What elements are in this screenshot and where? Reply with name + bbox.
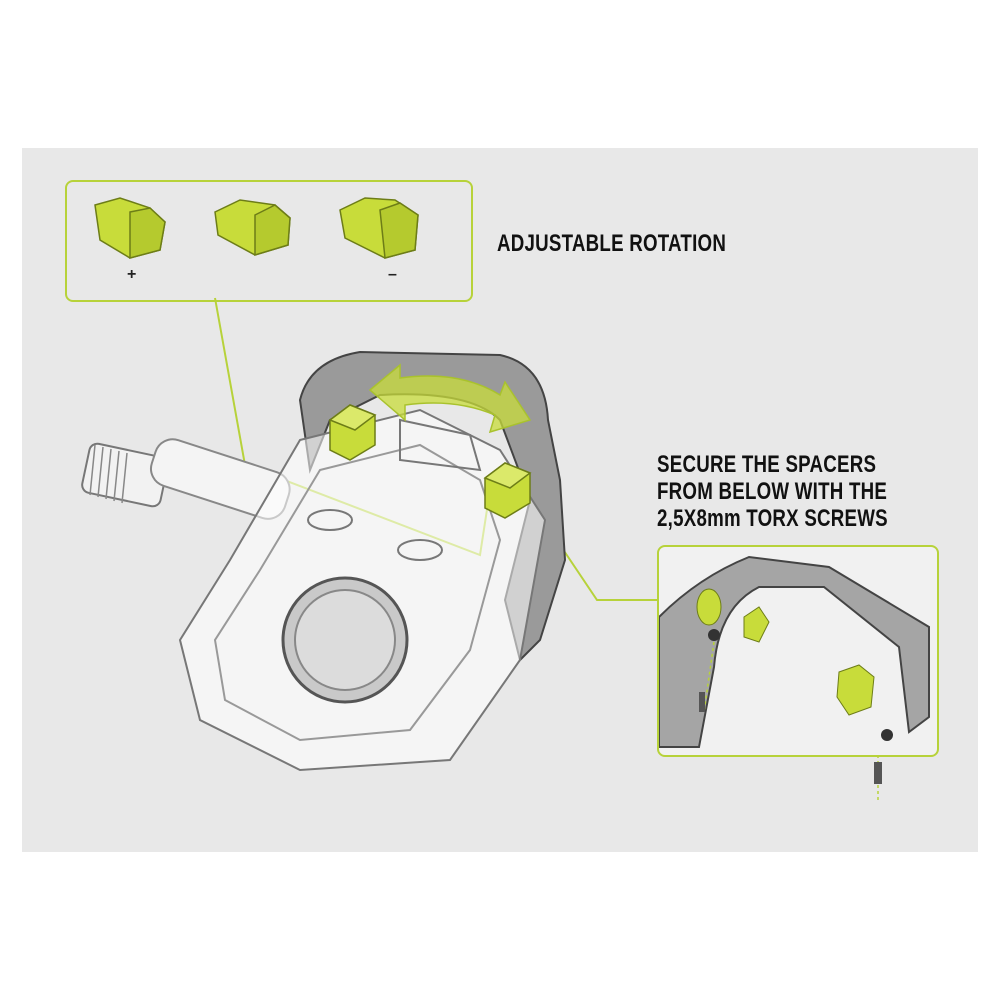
screw-detail-illustration <box>659 555 930 748</box>
label-regular: FROM BELOW WITH THE <box>657 478 888 505</box>
label-regular: ROTATION <box>629 230 727 257</box>
minus-sign: – <box>388 266 397 283</box>
label-line-1: SECURE THE SPACERS <box>657 451 888 478</box>
pedal-bearing-cap <box>294 589 396 691</box>
screw-detail-callout <box>657 545 939 757</box>
spacer-left <box>328 404 377 461</box>
spacer-right <box>483 462 532 519</box>
label-line-2: FROM BELOW WITH THE <box>657 478 888 505</box>
spacer-variant-neutral <box>214 199 291 257</box>
label-bold: TORX SCREWS <box>746 505 888 532</box>
label-line-3: 2,5X8mm TORX SCREWS <box>657 505 888 532</box>
label-regular: 2,5X8mm <box>657 505 741 532</box>
spacer-variant-minus <box>339 197 419 259</box>
secure-spacers-label: SECURE THE SPACERS FROM BELOW WITH THE 2… <box>657 451 888 532</box>
plus-sign: + <box>127 266 137 283</box>
adjustable-rotation-label: ADJUSTABLE ROTATION <box>497 230 726 257</box>
leader-line-detail <box>549 529 657 601</box>
spacer-options-callout <box>65 180 473 302</box>
rotation-arrow <box>368 363 532 434</box>
label-bold: SECURE <box>657 451 737 478</box>
label-regular: THE SPACERS <box>741 451 877 478</box>
label-bold: ADJUSTABLE <box>497 230 624 257</box>
spacer-variant-plus <box>94 197 166 259</box>
pedal-axle <box>81 438 291 520</box>
